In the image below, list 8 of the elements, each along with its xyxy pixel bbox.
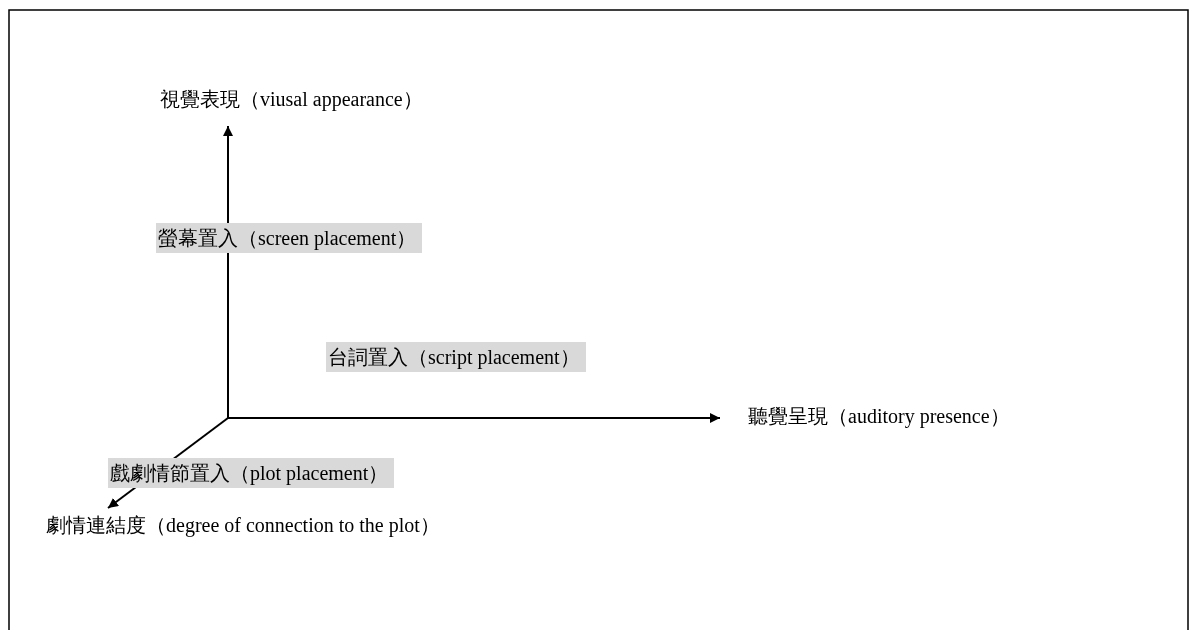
axis-label: 聽覺呈現（auditory presence） — [720, 403, 1010, 429]
axis-arrow — [227, 413, 721, 423]
placement-label: 台詞置入（script placement） — [326, 342, 586, 372]
axis-arrow — [223, 125, 233, 419]
edge-label: 戲劇情節置入（plot placement） — [108, 458, 395, 488]
axis-label: 劇情連結度（degree of connection to the plot） — [46, 508, 440, 538]
axis-label: 視覺表現（viusal appearance） — [160, 86, 423, 126]
edge-label: 螢幕置入（screen placement） — [156, 223, 423, 253]
